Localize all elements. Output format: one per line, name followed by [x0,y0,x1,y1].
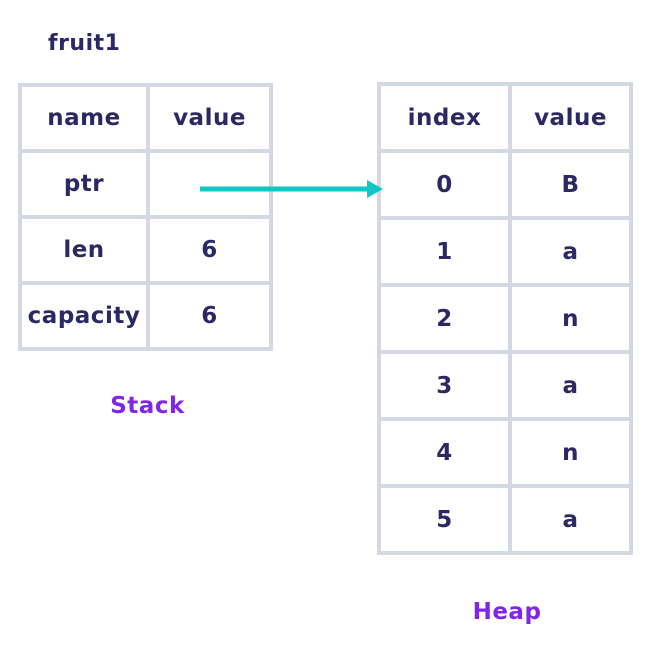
heap-caption: Heap [472,599,542,625]
heap-row-2: 2 n [377,283,633,354]
stack-caption: Stack [110,393,185,419]
heap-cell-value-2: n [508,283,633,354]
heap-cell-index-3: 3 [377,350,512,421]
heap-header-row: index value [377,82,633,153]
stack-table: name value ptr len 6 capacity 6 [18,83,273,351]
stack-cell-capacity-name: capacity [18,281,150,351]
heap-cell-value-5: a [508,484,633,555]
heap-header-value: value [508,82,633,153]
stack-cell-len-name: len [18,215,150,285]
variable-name-label: fruit1 [48,31,121,56]
stack-row-len: len 6 [18,215,273,285]
stack-cell-ptr-name: ptr [18,149,150,219]
stack-row-capacity: capacity 6 [18,281,273,351]
heap-cell-value-4: n [508,417,633,488]
heap-header-index: index [377,82,512,153]
pointer-arrow-icon [200,180,383,198]
stack-cell-ptr-value [146,149,273,219]
heap-cell-value-1: a [508,216,633,287]
heap-cell-index-0: 0 [377,149,512,220]
heap-row-4: 4 n [377,417,633,488]
stack-cell-len-value: 6 [146,215,273,285]
stack-header-name: name [18,83,150,153]
heap-cell-index-5: 5 [377,484,512,555]
heap-row-0: 0 B [377,149,633,220]
stack-header-value: value [146,83,273,153]
heap-cell-value-3: a [508,350,633,421]
stack-row-ptr: ptr [18,149,273,219]
heap-row-5: 5 a [377,484,633,555]
heap-cell-index-1: 1 [377,216,512,287]
heap-cell-value-0: B [508,149,633,220]
heap-cell-index-4: 4 [377,417,512,488]
heap-table: index value 0 B 1 a 2 n 3 a 4 n [377,82,633,555]
stack-header-row: name value [18,83,273,153]
stack-cell-capacity-value: 6 [146,281,273,351]
heap-row-1: 1 a [377,216,633,287]
heap-row-3: 3 a [377,350,633,421]
heap-cell-index-2: 2 [377,283,512,354]
